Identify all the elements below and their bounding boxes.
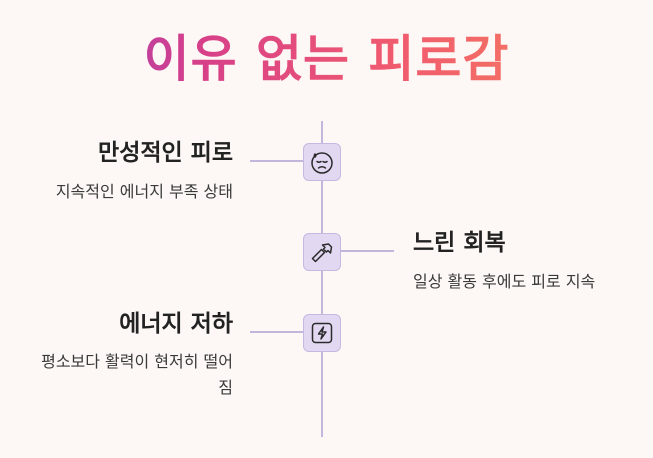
item-description: 평소보다 활력이 현저히 떨어짐 (41, 352, 233, 397)
connector-line (341, 250, 394, 252)
connector-line (250, 160, 304, 162)
item-heading: 만성적인 피로 (98, 140, 233, 166)
timeline-spine (321, 121, 323, 437)
sweating-face-icon (311, 152, 333, 174)
item-heading: 에너지 저하 (119, 311, 233, 337)
lightning-bolt-icon (311, 322, 333, 344)
item-description: 지속적인 에너지 부족 상태 (55, 182, 233, 201)
connector-line (250, 331, 304, 333)
hammer-icon (311, 243, 333, 263)
diagram-title: 이유 없는 피로감 (0, 26, 653, 92)
item-heading: 느린 회복 (413, 230, 506, 256)
item-icon-box (303, 314, 341, 352)
item-icon-box (303, 143, 341, 181)
item-icon-box (303, 233, 341, 271)
item-description: 일상 활동 후에도 피로 지속 (413, 272, 596, 291)
